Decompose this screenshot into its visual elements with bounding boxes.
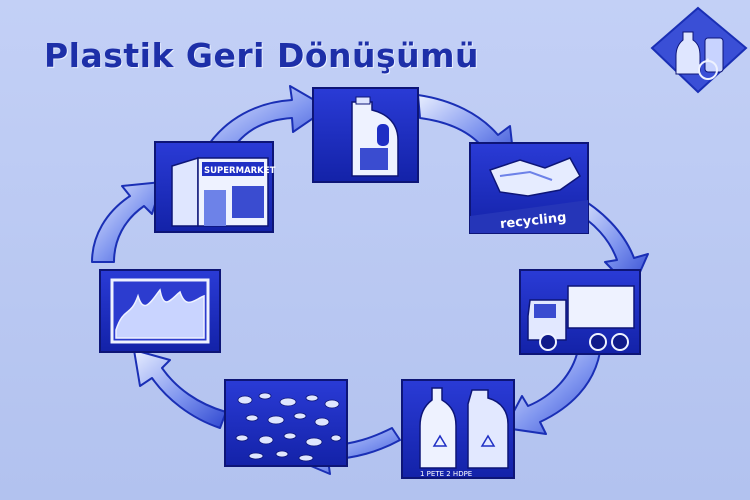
step-panel-supermarket: SUPERMARKET [154, 141, 276, 233]
step-panel-recycling-bin: recycling [469, 142, 589, 234]
step-panel-plastic-flakes [224, 379, 348, 467]
arrow-flakes-to-melt [133, 349, 227, 429]
milk-jug-icon [351, 96, 399, 177]
supermarket-icon [171, 156, 269, 227]
step-panel-sorted-bottles: 1 PETE 2 HDPE [401, 379, 515, 479]
crushed-plastic-icon [488, 157, 581, 197]
step-panel-garbage-truck [519, 269, 641, 355]
plastic-flakes-icon [235, 392, 342, 462]
recycling-label: recycling [499, 210, 567, 232]
recycle-bottles-logo-icon [650, 6, 748, 94]
step-panel-melting [99, 269, 221, 353]
bottle-codes-label: 1 PETE 2 HDPE [420, 470, 472, 478]
supermarket-sign: SUPERMARKET [204, 166, 276, 176]
page-title: Plastik Geri Dönüşümü [44, 36, 480, 75]
step-panel-milk-jug [312, 87, 419, 183]
arrow-melt-to-store [91, 181, 163, 263]
pet-hdpe-bottles-icon [419, 387, 509, 469]
arrow-truck-to-bottles [504, 349, 601, 435]
melting-plastic-icon [110, 278, 210, 344]
garbage-truck-icon [527, 285, 635, 351]
